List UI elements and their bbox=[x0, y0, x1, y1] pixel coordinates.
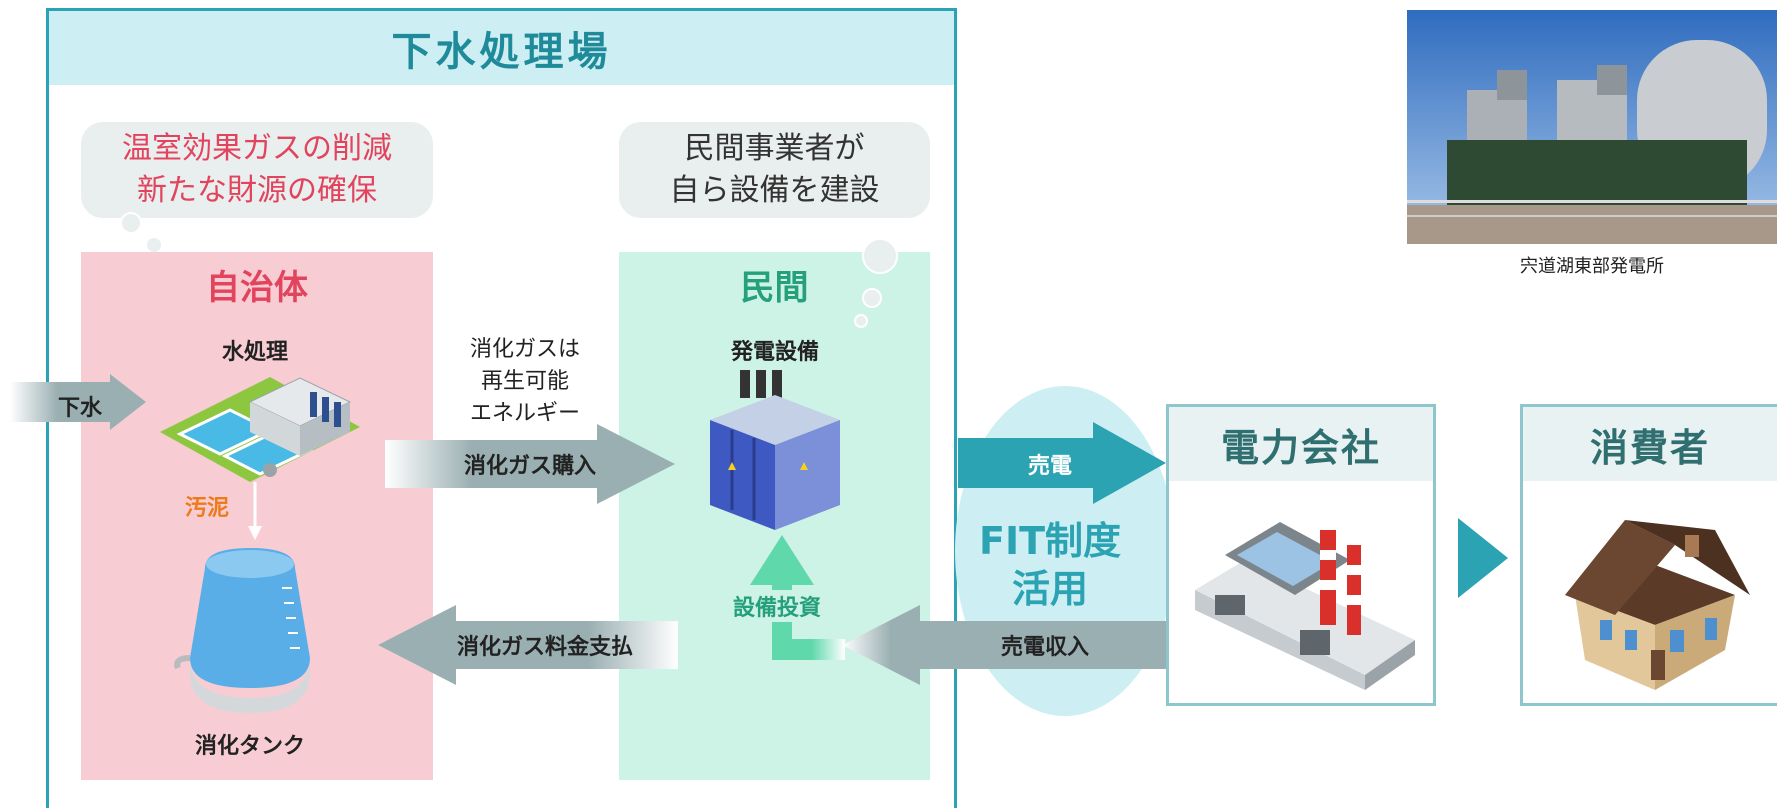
renewable-note-line2: 再生可能 bbox=[480, 369, 569, 394]
renewable-note-line3: エネルギー bbox=[469, 401, 580, 426]
water-treatment-label: 水処理 bbox=[221, 340, 288, 365]
digestion-tank-label: 消化タンク bbox=[194, 734, 305, 759]
gas-purchase-label: 消化ガス購入 bbox=[463, 454, 596, 479]
sell-power-label: 売電 bbox=[1027, 454, 1072, 479]
renewable-note-line1: 消化ガスは bbox=[469, 337, 580, 362]
municipality-thought-bubble: 温室効果ガスの削減 新たな財源の確保 bbox=[81, 122, 433, 218]
private-note-2: 自ら設備を建設 bbox=[669, 173, 880, 208]
fit-line1: FIT制度 bbox=[978, 519, 1122, 563]
flow-triangle-icon bbox=[1458, 518, 1508, 598]
private-thought-bubble: 民間事業者が 自ら設備を建設 bbox=[619, 122, 930, 218]
water-treatment-plant-icon bbox=[160, 377, 360, 482]
bubble-dot bbox=[862, 238, 898, 274]
consumer-title: 消費者 bbox=[1523, 407, 1777, 481]
power-company-title: 電力会社 bbox=[1169, 407, 1433, 481]
gas-payment-label: 消化ガス料金支払 bbox=[456, 635, 633, 660]
investment-label: 設備投資 bbox=[712, 590, 842, 622]
power-station-photo bbox=[1407, 10, 1777, 244]
investment-arrow bbox=[750, 535, 845, 660]
bubble-dot bbox=[862, 288, 882, 308]
sell-power-arrow bbox=[958, 422, 1166, 504]
private-title: 民間 bbox=[740, 267, 809, 308]
sludge-flow-arrow bbox=[248, 482, 262, 540]
photo-caption: 宍道湖東部発電所 bbox=[1520, 256, 1664, 277]
sewage-label: 下水 bbox=[58, 396, 103, 421]
plant-title: 下水処理場 bbox=[49, 11, 954, 85]
municipality-goal-1: 温室効果ガスの削減 bbox=[122, 131, 392, 166]
bubble-dot bbox=[120, 212, 142, 234]
bubble-dot bbox=[854, 314, 868, 328]
sludge-label: 汚泥 bbox=[185, 496, 230, 521]
power-plant-factory-icon bbox=[1195, 522, 1415, 690]
digestion-tank-icon bbox=[174, 548, 310, 713]
gas-purchase-arrow bbox=[385, 424, 675, 504]
municipality-column bbox=[81, 252, 433, 780]
fit-line2: 活用 bbox=[1011, 567, 1088, 611]
sewage-inflow-arrow bbox=[10, 374, 146, 430]
fit-label: FIT制度 活用 bbox=[955, 510, 1145, 620]
renewable-energy-note: 消化ガスは 再生可能 エネルギー bbox=[440, 332, 610, 432]
municipality-goal-2: 新たな財源の確保 bbox=[137, 173, 377, 208]
power-generator-icon bbox=[710, 370, 840, 530]
power-revenue-label: 売電収入 bbox=[1000, 635, 1089, 660]
gas-payment-arrow bbox=[378, 605, 678, 685]
house-icon bbox=[1565, 520, 1750, 690]
municipality-title: 自治体 bbox=[206, 267, 308, 308]
power-revenue-arrow bbox=[842, 605, 1167, 685]
power-equipment-label: 発電設備 bbox=[730, 340, 819, 365]
private-note-1: 民間事業者が bbox=[684, 131, 865, 166]
